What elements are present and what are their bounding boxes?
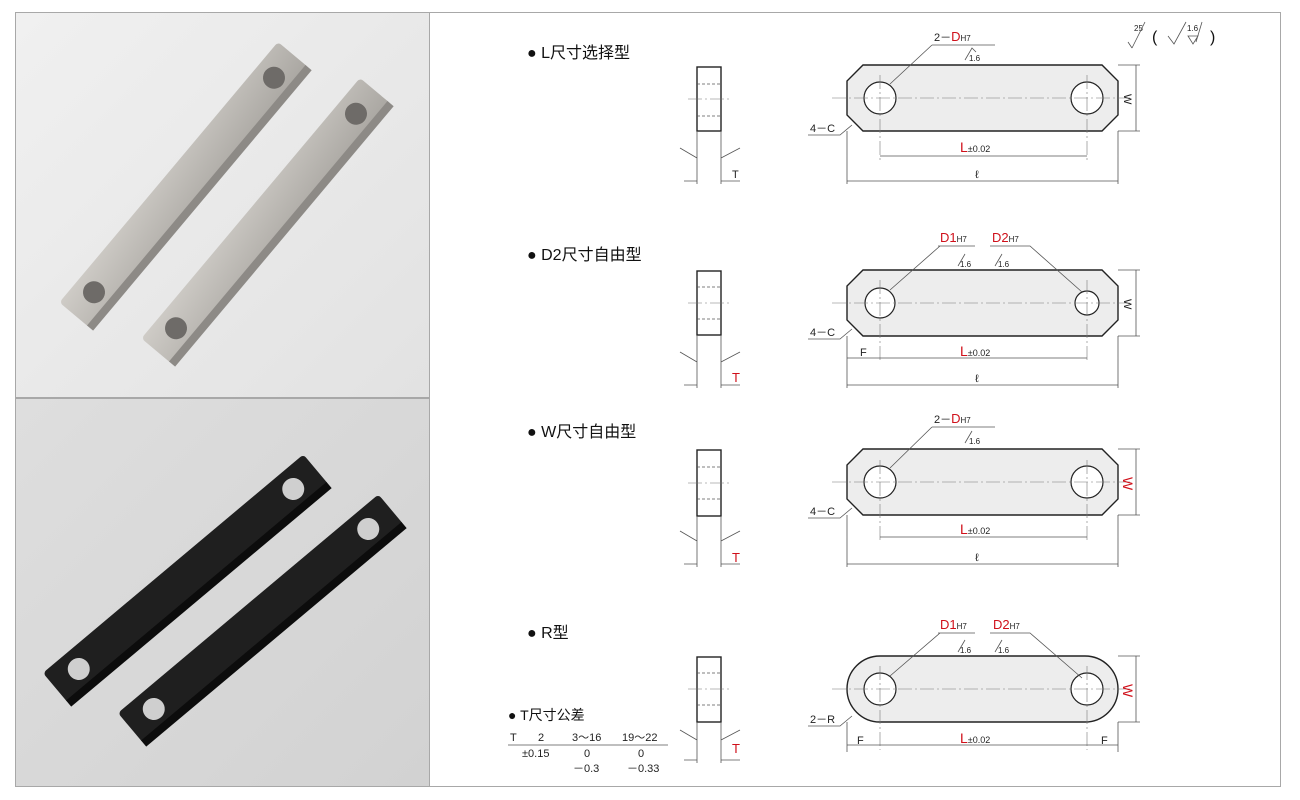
page-frame [15,12,1281,787]
silver-link-1 [61,43,312,331]
black-link-1 [44,456,332,707]
silver-links-image [61,43,394,367]
black-link-2 [119,496,407,747]
silver-link-2 [143,79,394,367]
product-photo-black [15,398,430,787]
product-photo-silver [15,12,430,398]
black-links-image [44,456,407,747]
